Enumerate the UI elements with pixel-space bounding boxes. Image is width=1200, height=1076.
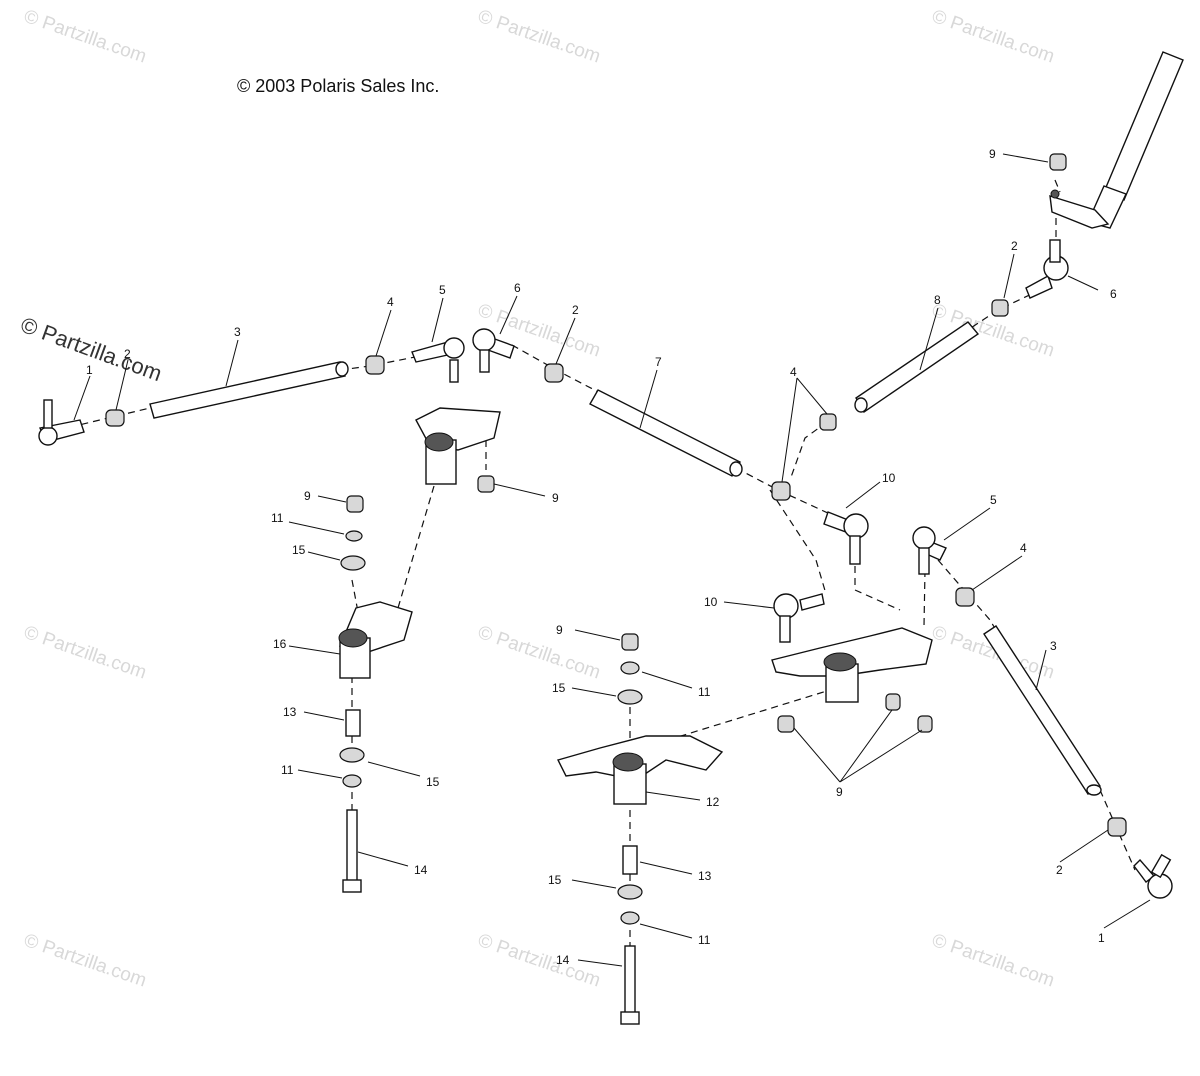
callout-label: 10	[882, 471, 896, 485]
callout-labels: 1 2 3 4 5 6 2 7 4 8 2 6 9 9 10 5 4 10 3 …	[86, 147, 1117, 967]
leader-lines	[73, 153, 1151, 967]
callout-label: 13	[698, 869, 712, 883]
callout-label: 5	[990, 493, 997, 507]
callout-label: 13	[283, 705, 297, 719]
tie-rod-ends	[38, 239, 1173, 899]
callout-label: 9	[304, 489, 311, 503]
callout-label: 15	[548, 873, 562, 887]
lock-nuts	[346, 153, 1067, 733]
callout-label: 2	[1056, 863, 1063, 877]
callout-label: 11	[271, 511, 284, 525]
tie-rod-3-left	[149, 361, 346, 419]
callout-label: 4	[387, 295, 394, 309]
callout-label: 7	[655, 355, 662, 369]
callout-label: 10	[704, 595, 718, 609]
callout-label: 6	[514, 281, 521, 295]
callout-label: 16	[273, 637, 287, 651]
callout-label: 5	[439, 283, 446, 297]
jam-nuts	[105, 299, 1127, 837]
callout-label: 9	[552, 491, 559, 505]
callout-label: 8	[934, 293, 941, 307]
callout-label: 9	[836, 785, 843, 799]
callout-label: 15	[426, 775, 440, 789]
assembly-lines	[57, 179, 1136, 948]
hardware-stack	[339, 530, 643, 1025]
callout-label: 11	[698, 933, 711, 947]
callout-label: 9	[556, 623, 563, 637]
steering-column	[1049, 51, 1184, 229]
callout-label: 3	[234, 325, 241, 339]
tie-rods	[149, 321, 1102, 796]
callout-label: 9	[989, 147, 996, 161]
callout-label: 2	[572, 303, 579, 317]
callout-label: 14	[556, 953, 570, 967]
callout-label: 3	[1050, 639, 1057, 653]
tie-rod-3-right	[983, 625, 1101, 795]
callout-label: 4	[1020, 541, 1027, 555]
callout-label: 11	[281, 763, 294, 777]
callout-label: 15	[292, 543, 306, 557]
callout-label: 1	[1098, 931, 1105, 945]
callout-label: 12	[706, 795, 720, 809]
callout-label: 2	[1011, 239, 1018, 253]
callout-label: 15	[552, 681, 566, 695]
callout-label: 2	[124, 347, 131, 361]
callout-label: 11	[698, 685, 711, 699]
callout-label: 6	[1110, 287, 1117, 301]
callout-label: 4	[790, 365, 797, 379]
idler-arms	[338, 407, 933, 805]
tie-rod-7	[589, 389, 741, 477]
callout-label: 14	[414, 863, 428, 877]
tie-rod-8	[855, 321, 980, 414]
copyright-notice: © 2003 Polaris Sales Inc.	[237, 76, 440, 96]
callout-label: 1	[86, 363, 93, 377]
